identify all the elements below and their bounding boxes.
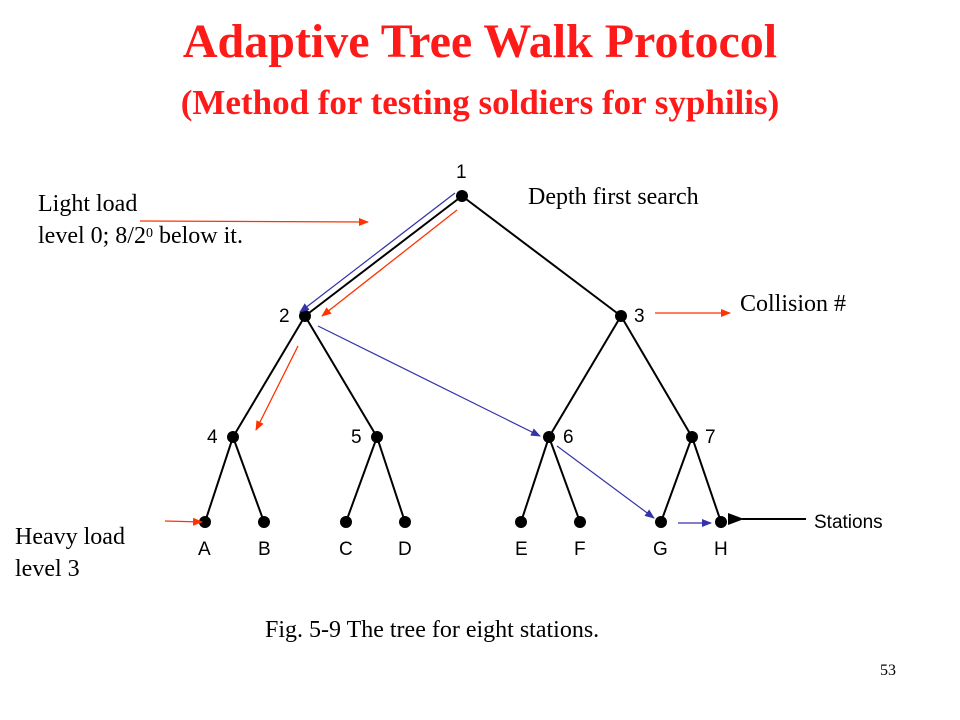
heavy-load-label: Heavy load level 3 xyxy=(15,521,125,585)
edge-1-3 xyxy=(461,195,622,317)
walk-arrow-1-to-2 xyxy=(299,192,456,313)
leaf-F xyxy=(574,516,586,528)
page-number: 53 xyxy=(880,662,896,679)
edge-7-H xyxy=(691,436,722,523)
depth-first-label: Depth first search xyxy=(528,184,699,210)
node-1 xyxy=(456,190,468,202)
edge-5-C xyxy=(345,436,378,523)
leaf-label-E: E xyxy=(515,539,528,560)
leaf-label-H: H xyxy=(714,539,728,560)
leaf-label-F: F xyxy=(574,539,586,560)
edge-2-5 xyxy=(304,315,378,438)
leaf-C xyxy=(340,516,352,528)
light-load-formula-exponent: 0 xyxy=(145,226,153,241)
node-3 xyxy=(615,310,627,322)
light-load-label: Light load level 0; 8/20 below it. xyxy=(38,188,243,252)
node-4 xyxy=(227,431,239,443)
blue-arrows xyxy=(299,192,712,527)
walk-arrow-6-to-G xyxy=(556,445,655,519)
edge-1-2 xyxy=(304,195,463,317)
node-label-7: 7 xyxy=(705,427,716,448)
tree-nodes xyxy=(199,190,727,528)
tree-edges xyxy=(204,195,722,523)
leaf-H xyxy=(715,516,727,528)
node-5 xyxy=(371,431,383,443)
light-load-line2: level 0; 8/20 below it. xyxy=(38,220,243,252)
stations-label: Stations xyxy=(814,512,883,533)
leaf-E xyxy=(515,516,527,528)
node-label-6: 6 xyxy=(563,427,574,448)
leaf-B xyxy=(258,516,270,528)
edge-4-B xyxy=(232,436,265,523)
heavy-load-line2: level 3 xyxy=(15,556,80,582)
node-label-5: 5 xyxy=(351,427,362,448)
edge-4-A xyxy=(204,436,234,523)
walk-arrow-2-to-6 xyxy=(317,325,541,437)
node-6 xyxy=(543,431,555,443)
node-7 xyxy=(686,431,698,443)
collision-label: Collision # xyxy=(740,291,847,317)
light-load-arrow xyxy=(139,217,369,226)
red-arrows xyxy=(139,209,731,526)
leaf-label-G: G xyxy=(653,539,668,560)
slide-title: Adaptive Tree Walk Protocol xyxy=(182,15,778,68)
leaf-D xyxy=(399,516,411,528)
light-load-formula-pre: level 0; 8/2 xyxy=(38,223,146,249)
node-label-3: 3 xyxy=(634,306,645,327)
node-label-4: 4 xyxy=(207,427,218,448)
node-label-2: 2 xyxy=(279,306,290,327)
leaf-label-D: D xyxy=(398,539,412,560)
edge-6-E xyxy=(520,436,550,523)
node-label-1: 1 xyxy=(456,162,467,183)
edge-3-7 xyxy=(620,315,693,438)
leaf-G xyxy=(655,516,667,528)
heavy-load-line1: Heavy load xyxy=(15,524,125,550)
leaf-label-A: A xyxy=(198,539,211,560)
edge-2-4 xyxy=(232,315,306,438)
edge-3-6 xyxy=(548,315,622,438)
node-labels: 1 2 3 4 5 6 7 A B C D E F G H Stations xyxy=(198,162,883,560)
leaf-label-B: B xyxy=(258,539,271,560)
node-2 xyxy=(299,310,311,322)
search-arrow-1-to-2 xyxy=(321,209,458,317)
edge-7-G xyxy=(660,436,693,523)
edge-5-D xyxy=(376,436,406,523)
figure-caption: Fig. 5-9 The tree for eight stations. xyxy=(265,617,600,643)
slide-subtitle: (Method for testing soldiers for syphili… xyxy=(180,83,780,122)
search-arrow-2-to-4 xyxy=(255,345,299,431)
heavy-load-arrow xyxy=(164,517,203,526)
light-load-line1: Light load xyxy=(38,191,138,217)
edge-6-F xyxy=(548,436,581,523)
light-load-formula-post: below it. xyxy=(152,223,243,249)
leaf-label-C: C xyxy=(339,539,353,560)
